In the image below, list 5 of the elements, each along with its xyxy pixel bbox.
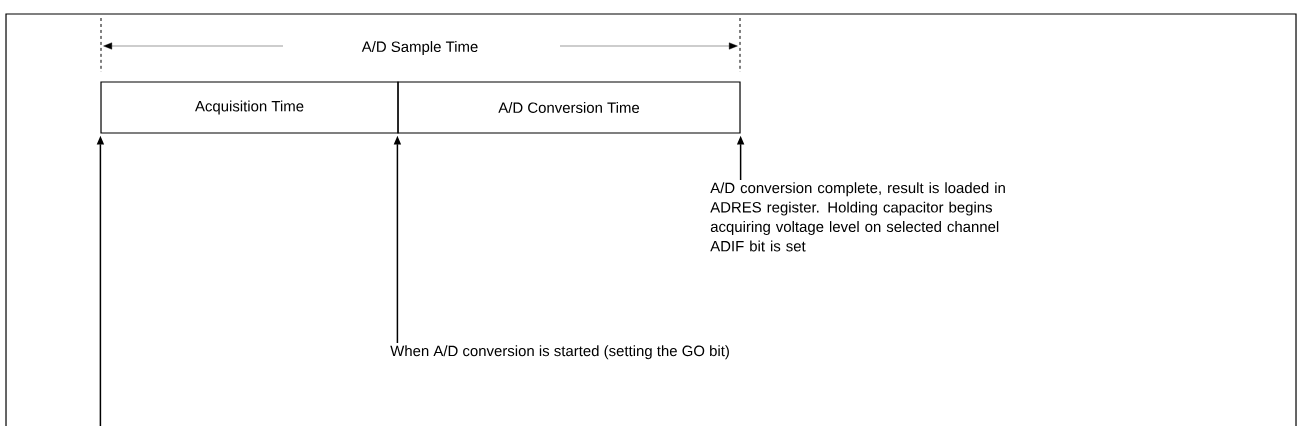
event-note: When A/D conversion is started (setting the GO bit) [390,345,729,360]
time-box: A/D Conversion Time [397,81,741,134]
event-note: A/D conversion complete, result is loaded in ADRES register. Holding capacitor begins acquiring voltage level on selected channel ADIF bit is set [710,182,1005,252]
dimension-label: A/D Sample Time [361,41,478,55]
time-box: Acquisition Time [100,81,399,134]
